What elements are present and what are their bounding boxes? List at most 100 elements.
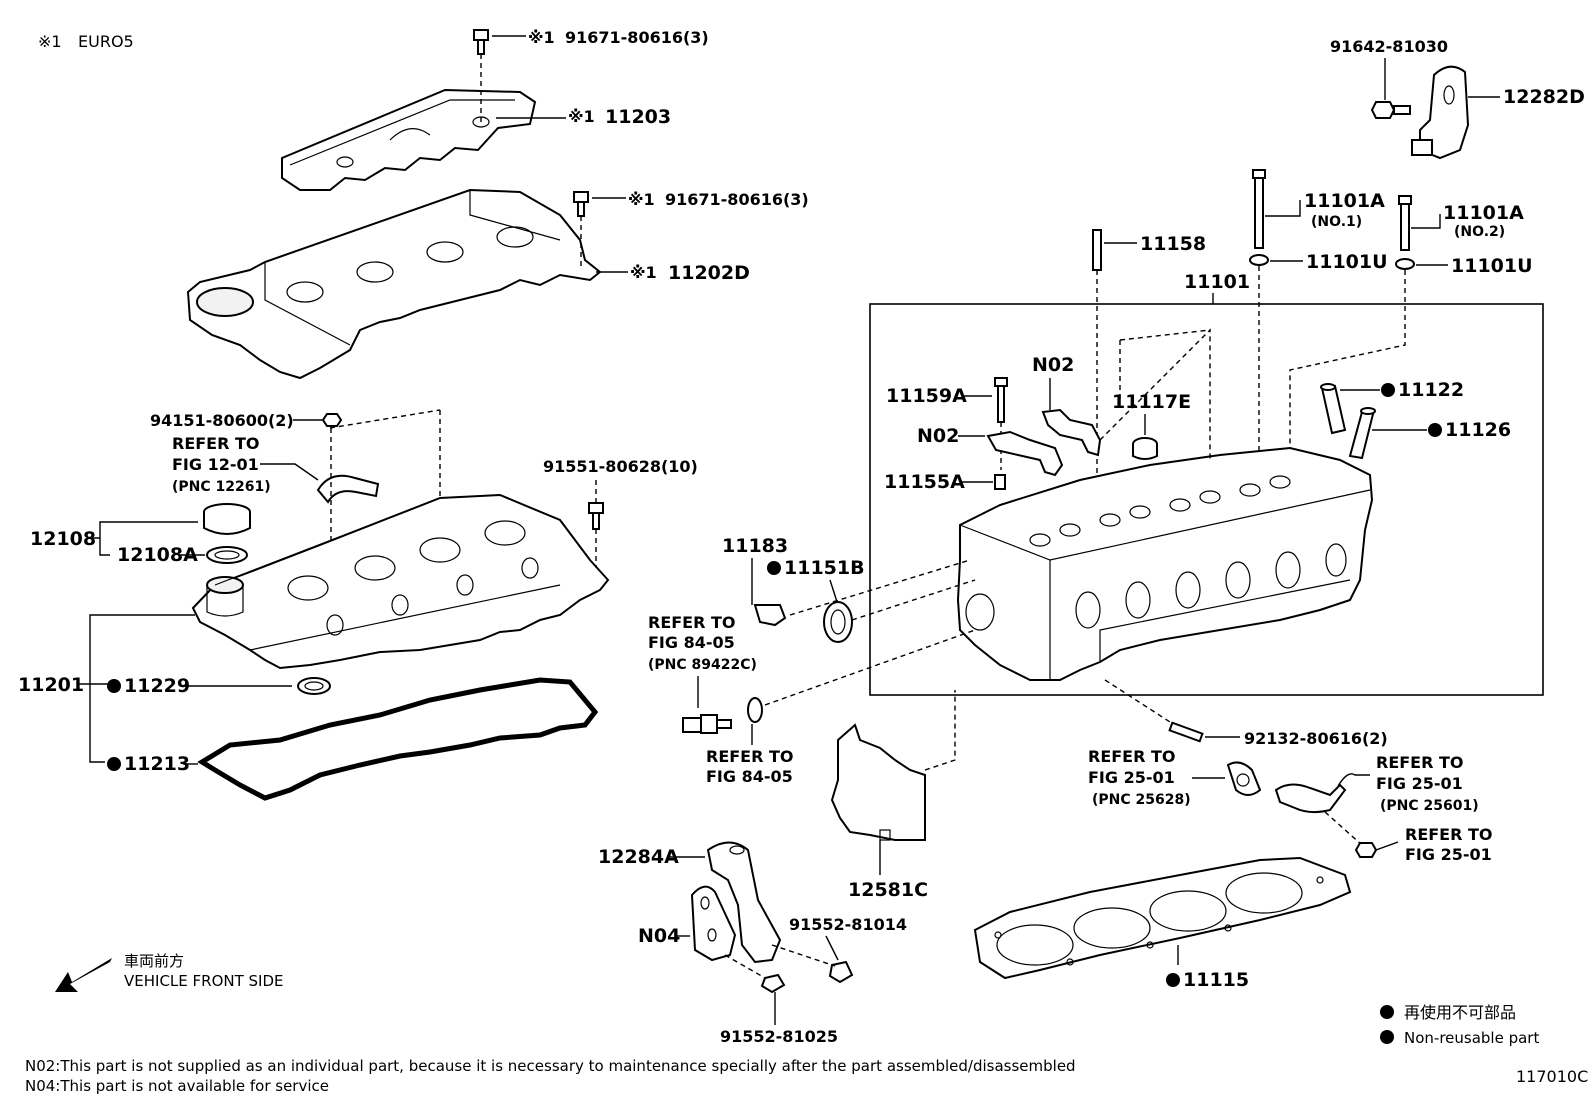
- plug-11183[interactable]: [753, 604, 787, 627]
- label-11229[interactable]: 11229: [124, 675, 190, 697]
- label-11126[interactable]: 11126: [1445, 419, 1511, 441]
- head-gasket-11115[interactable]: [973, 856, 1352, 980]
- label-11117e[interactable]: 11117E: [1112, 391, 1191, 413]
- hose-pnc-12261[interactable]: [316, 474, 380, 504]
- label-11201[interactable]: 11201: [18, 674, 84, 696]
- label-11122[interactable]: 11122: [1398, 379, 1464, 401]
- label-12581c[interactable]: 12581C: [848, 879, 928, 901]
- label-11101a-no2[interactable]: 11101A: [1443, 202, 1524, 224]
- label-91671-80616-mid[interactable]: 91671-80616(3): [665, 190, 809, 209]
- label-n04[interactable]: N04: [638, 925, 680, 947]
- gasket-pnc-25628[interactable]: [1226, 761, 1262, 796]
- euro5-label: EURO5: [78, 32, 134, 51]
- refer-25-01-line4[interactable]: REFER TO: [1376, 753, 1464, 772]
- refer-25-01-line8[interactable]: FIG 25-01: [1405, 845, 1492, 864]
- cylinder-head-cover-11201[interactable]: [191, 493, 610, 670]
- label-11101[interactable]: 11101: [1184, 271, 1250, 293]
- label-n02-upper[interactable]: N02: [1032, 354, 1074, 376]
- direction-jp: 車両前方: [124, 952, 184, 970]
- label-n02-lower[interactable]: N02: [917, 425, 959, 447]
- refer-84-05-line4[interactable]: REFER TO: [706, 747, 794, 766]
- label-91552-81025[interactable]: 91552-81025: [720, 1027, 838, 1046]
- bolt-91642[interactable]: [1370, 101, 1411, 119]
- washer-11101u-2[interactable]: [1395, 258, 1415, 270]
- sensor-pnc-89422c[interactable]: [682, 714, 732, 734]
- cover-insulator-11202d[interactable]: [186, 188, 602, 380]
- valve-guide-11126[interactable]: [1348, 407, 1376, 460]
- head-cover-gasket-11213[interactable]: [197, 677, 599, 801]
- bearing-cap-n02-upper[interactable]: [1041, 408, 1102, 457]
- stud-92132[interactable]: [1168, 721, 1204, 743]
- engine-cover-11203[interactable]: [281, 88, 537, 191]
- refer-25-01-line5[interactable]: FIG 25-01: [1376, 774, 1463, 793]
- bolt-11159a[interactable]: [994, 377, 1008, 423]
- non-reusable-dot-11229: [107, 679, 121, 693]
- bolt-91671-top[interactable]: [473, 29, 489, 55]
- label-12108[interactable]: 12108: [30, 528, 96, 550]
- bracket-12284a[interactable]: [706, 841, 782, 964]
- label-92132-80616[interactable]: 92132-80616(2): [1244, 729, 1388, 748]
- refer-25-01-line6[interactable]: (PNC 25601): [1380, 798, 1479, 814]
- label-11202d[interactable]: 11202D: [668, 262, 750, 284]
- gasket-sensor[interactable]: [747, 697, 763, 723]
- bolt-91671-mid[interactable]: [573, 191, 589, 217]
- label-11101u-2[interactable]: 11101U: [1451, 255, 1533, 277]
- mark-11203: ※1: [568, 107, 595, 126]
- refer-84-05-line3[interactable]: (PNC 89422C): [648, 657, 757, 673]
- mark-91671-top: ※1: [528, 28, 555, 47]
- nut-refer-25-01[interactable]: [1354, 842, 1378, 858]
- refer-84-05-line2[interactable]: FIG 84-05: [648, 633, 735, 652]
- label-11159a[interactable]: 11159A: [886, 385, 967, 407]
- bolt-91552-81014[interactable]: [828, 960, 854, 984]
- label-91551-80628[interactable]: 91551-80628(10): [543, 457, 698, 476]
- oil-filler-cap-12108[interactable]: [203, 503, 251, 535]
- refer-12-01-line3[interactable]: (PNC 12261): [172, 479, 271, 495]
- label-11158[interactable]: 11158: [1140, 233, 1206, 255]
- bearing-cap-n02-lower[interactable]: [986, 430, 1064, 477]
- bracket-12282d[interactable]: [1411, 65, 1470, 160]
- label-11183[interactable]: 11183: [722, 535, 788, 557]
- refer-25-01-line7[interactable]: REFER TO: [1405, 825, 1493, 844]
- refer-12-01-line1[interactable]: REFER TO: [172, 434, 260, 453]
- oil-seal-11151b[interactable]: [823, 601, 853, 643]
- legend-jp: 再使用不可部品: [1404, 1003, 1516, 1022]
- refer-12-01-line2[interactable]: FIG 12-01: [172, 455, 259, 474]
- label-91671-80616-top[interactable]: 91671-80616(3): [565, 28, 709, 47]
- label-11101u-1[interactable]: 11101U: [1306, 251, 1388, 273]
- head-bolt-11101a-no1[interactable]: [1252, 169, 1266, 249]
- refer-25-01-line1[interactable]: REFER TO: [1088, 747, 1176, 766]
- seal-11229[interactable]: [297, 677, 331, 695]
- pin-11155a[interactable]: [994, 474, 1006, 490]
- washer-11101u-1[interactable]: [1249, 254, 1269, 266]
- stud-11158[interactable]: [1092, 229, 1102, 271]
- non-reusable-dot-11151b: [767, 561, 781, 575]
- label-12282d[interactable]: 12282D: [1503, 86, 1585, 108]
- refer-25-01-line2[interactable]: FIG 25-01: [1088, 768, 1175, 787]
- plug-11117e[interactable]: [1132, 437, 1158, 460]
- label-11151b[interactable]: 11151B: [784, 557, 865, 579]
- bolt-91552-81025[interactable]: [760, 973, 786, 994]
- gasket-12108a[interactable]: [206, 546, 248, 564]
- head-bolt-11101a-no2[interactable]: [1398, 195, 1412, 251]
- cylinder-head-11101[interactable]: [956, 446, 1374, 681]
- label-94151-80600[interactable]: 94151-80600(2): [150, 411, 294, 430]
- label-11101a-no1[interactable]: 11101A: [1304, 190, 1385, 212]
- refer-25-01-line3[interactable]: (PNC 25628): [1092, 792, 1191, 808]
- cover-12581c[interactable]: [830, 723, 926, 841]
- bracket-n04[interactable]: [690, 885, 737, 962]
- label-12284a[interactable]: 12284A: [598, 846, 679, 868]
- refer-84-05-line5[interactable]: FIG 84-05: [706, 767, 793, 786]
- legend-dot-2: [1380, 1030, 1394, 1044]
- nut-94151[interactable]: [321, 413, 343, 427]
- label-11155a[interactable]: 11155A: [884, 471, 965, 493]
- bolt-91551[interactable]: [588, 502, 604, 530]
- label-11203[interactable]: 11203: [605, 106, 671, 128]
- valve-guide-11122[interactable]: [1320, 383, 1347, 435]
- label-91642-81030[interactable]: 91642-81030: [1330, 37, 1448, 56]
- refer-84-05-line1[interactable]: REFER TO: [648, 613, 736, 632]
- label-91552-81014[interactable]: 91552-81014: [789, 915, 907, 934]
- pipe-pnc-25601[interactable]: [1274, 773, 1370, 814]
- label-11115[interactable]: 11115: [1183, 969, 1249, 991]
- label-12108a[interactable]: 12108A: [117, 544, 198, 566]
- label-11213[interactable]: 11213: [124, 753, 190, 775]
